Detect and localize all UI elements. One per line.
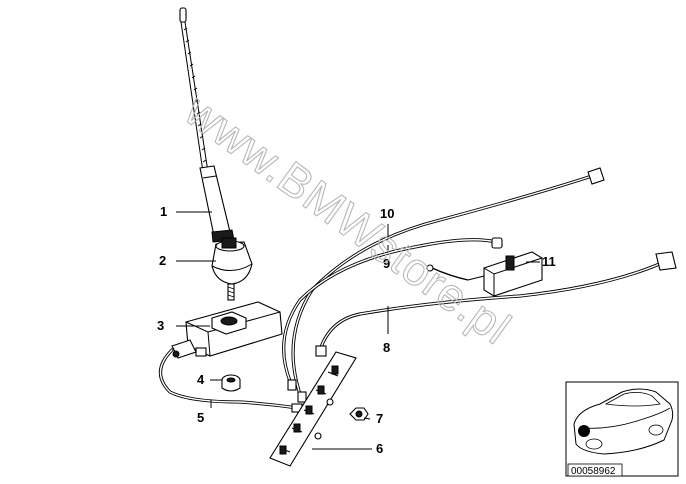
callout-11: 11 [542, 254, 556, 269]
antenna-base [211, 237, 253, 301]
callout-2: 2 [159, 253, 166, 268]
location-marker [578, 425, 590, 437]
antenna-amplifier [171, 301, 283, 359]
diagram-code: 00058962 [571, 466, 616, 477]
callout-5: 5 [197, 410, 204, 425]
leader-lines [176, 211, 540, 450]
callout-1: 1 [160, 204, 167, 219]
callout-6: 6 [376, 441, 383, 456]
callout-9: 9 [383, 256, 390, 271]
callout-3: 3 [157, 318, 164, 333]
cable-8 [315, 251, 677, 357]
nut-7 [349, 407, 369, 421]
cable-5 [158, 348, 303, 413]
callout-8: 8 [383, 340, 390, 355]
callout-4: 4 [197, 372, 205, 387]
callout-10: 10 [380, 206, 394, 221]
vehicle-thumbnail: 00058962 [565, 381, 679, 477]
connector-strip-6 [269, 351, 357, 467]
callout-7: 7 [376, 411, 383, 426]
cable-10 [291, 167, 605, 403]
grommet [221, 374, 241, 392]
cable-9 [282, 237, 503, 391]
module-11 [426, 251, 543, 297]
